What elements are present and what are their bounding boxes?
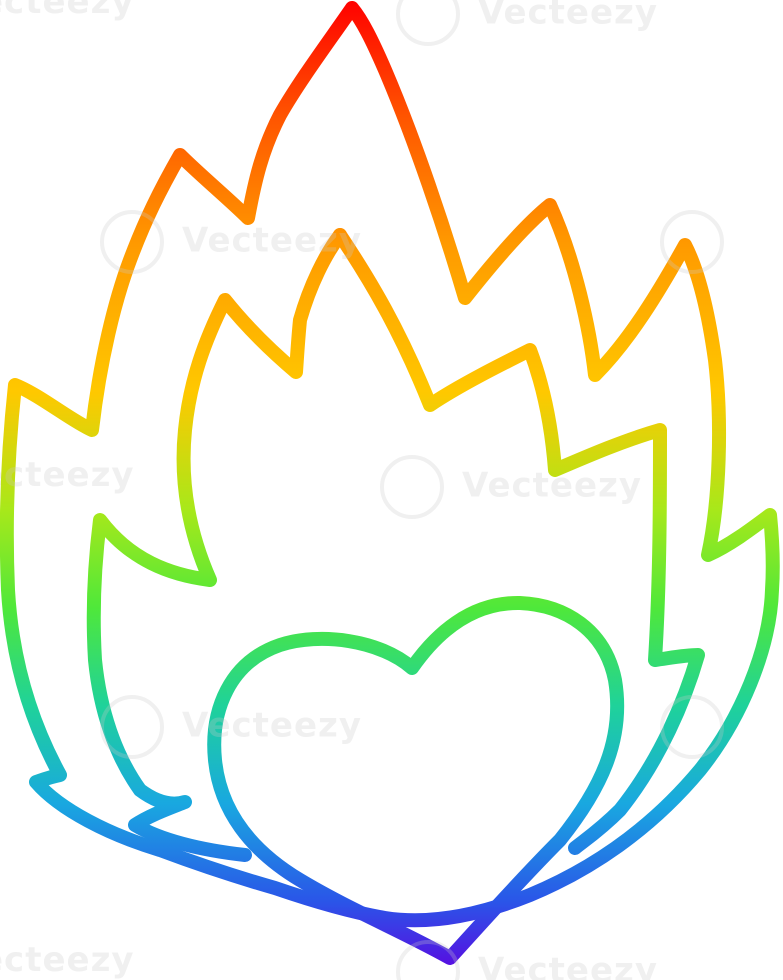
outer-flame-outline	[0, 1, 780, 928]
inner-flame-outline	[86, 228, 347, 862]
heart-outline	[207, 595, 625, 965]
inner-flame-right-outline	[333, 228, 705, 855]
